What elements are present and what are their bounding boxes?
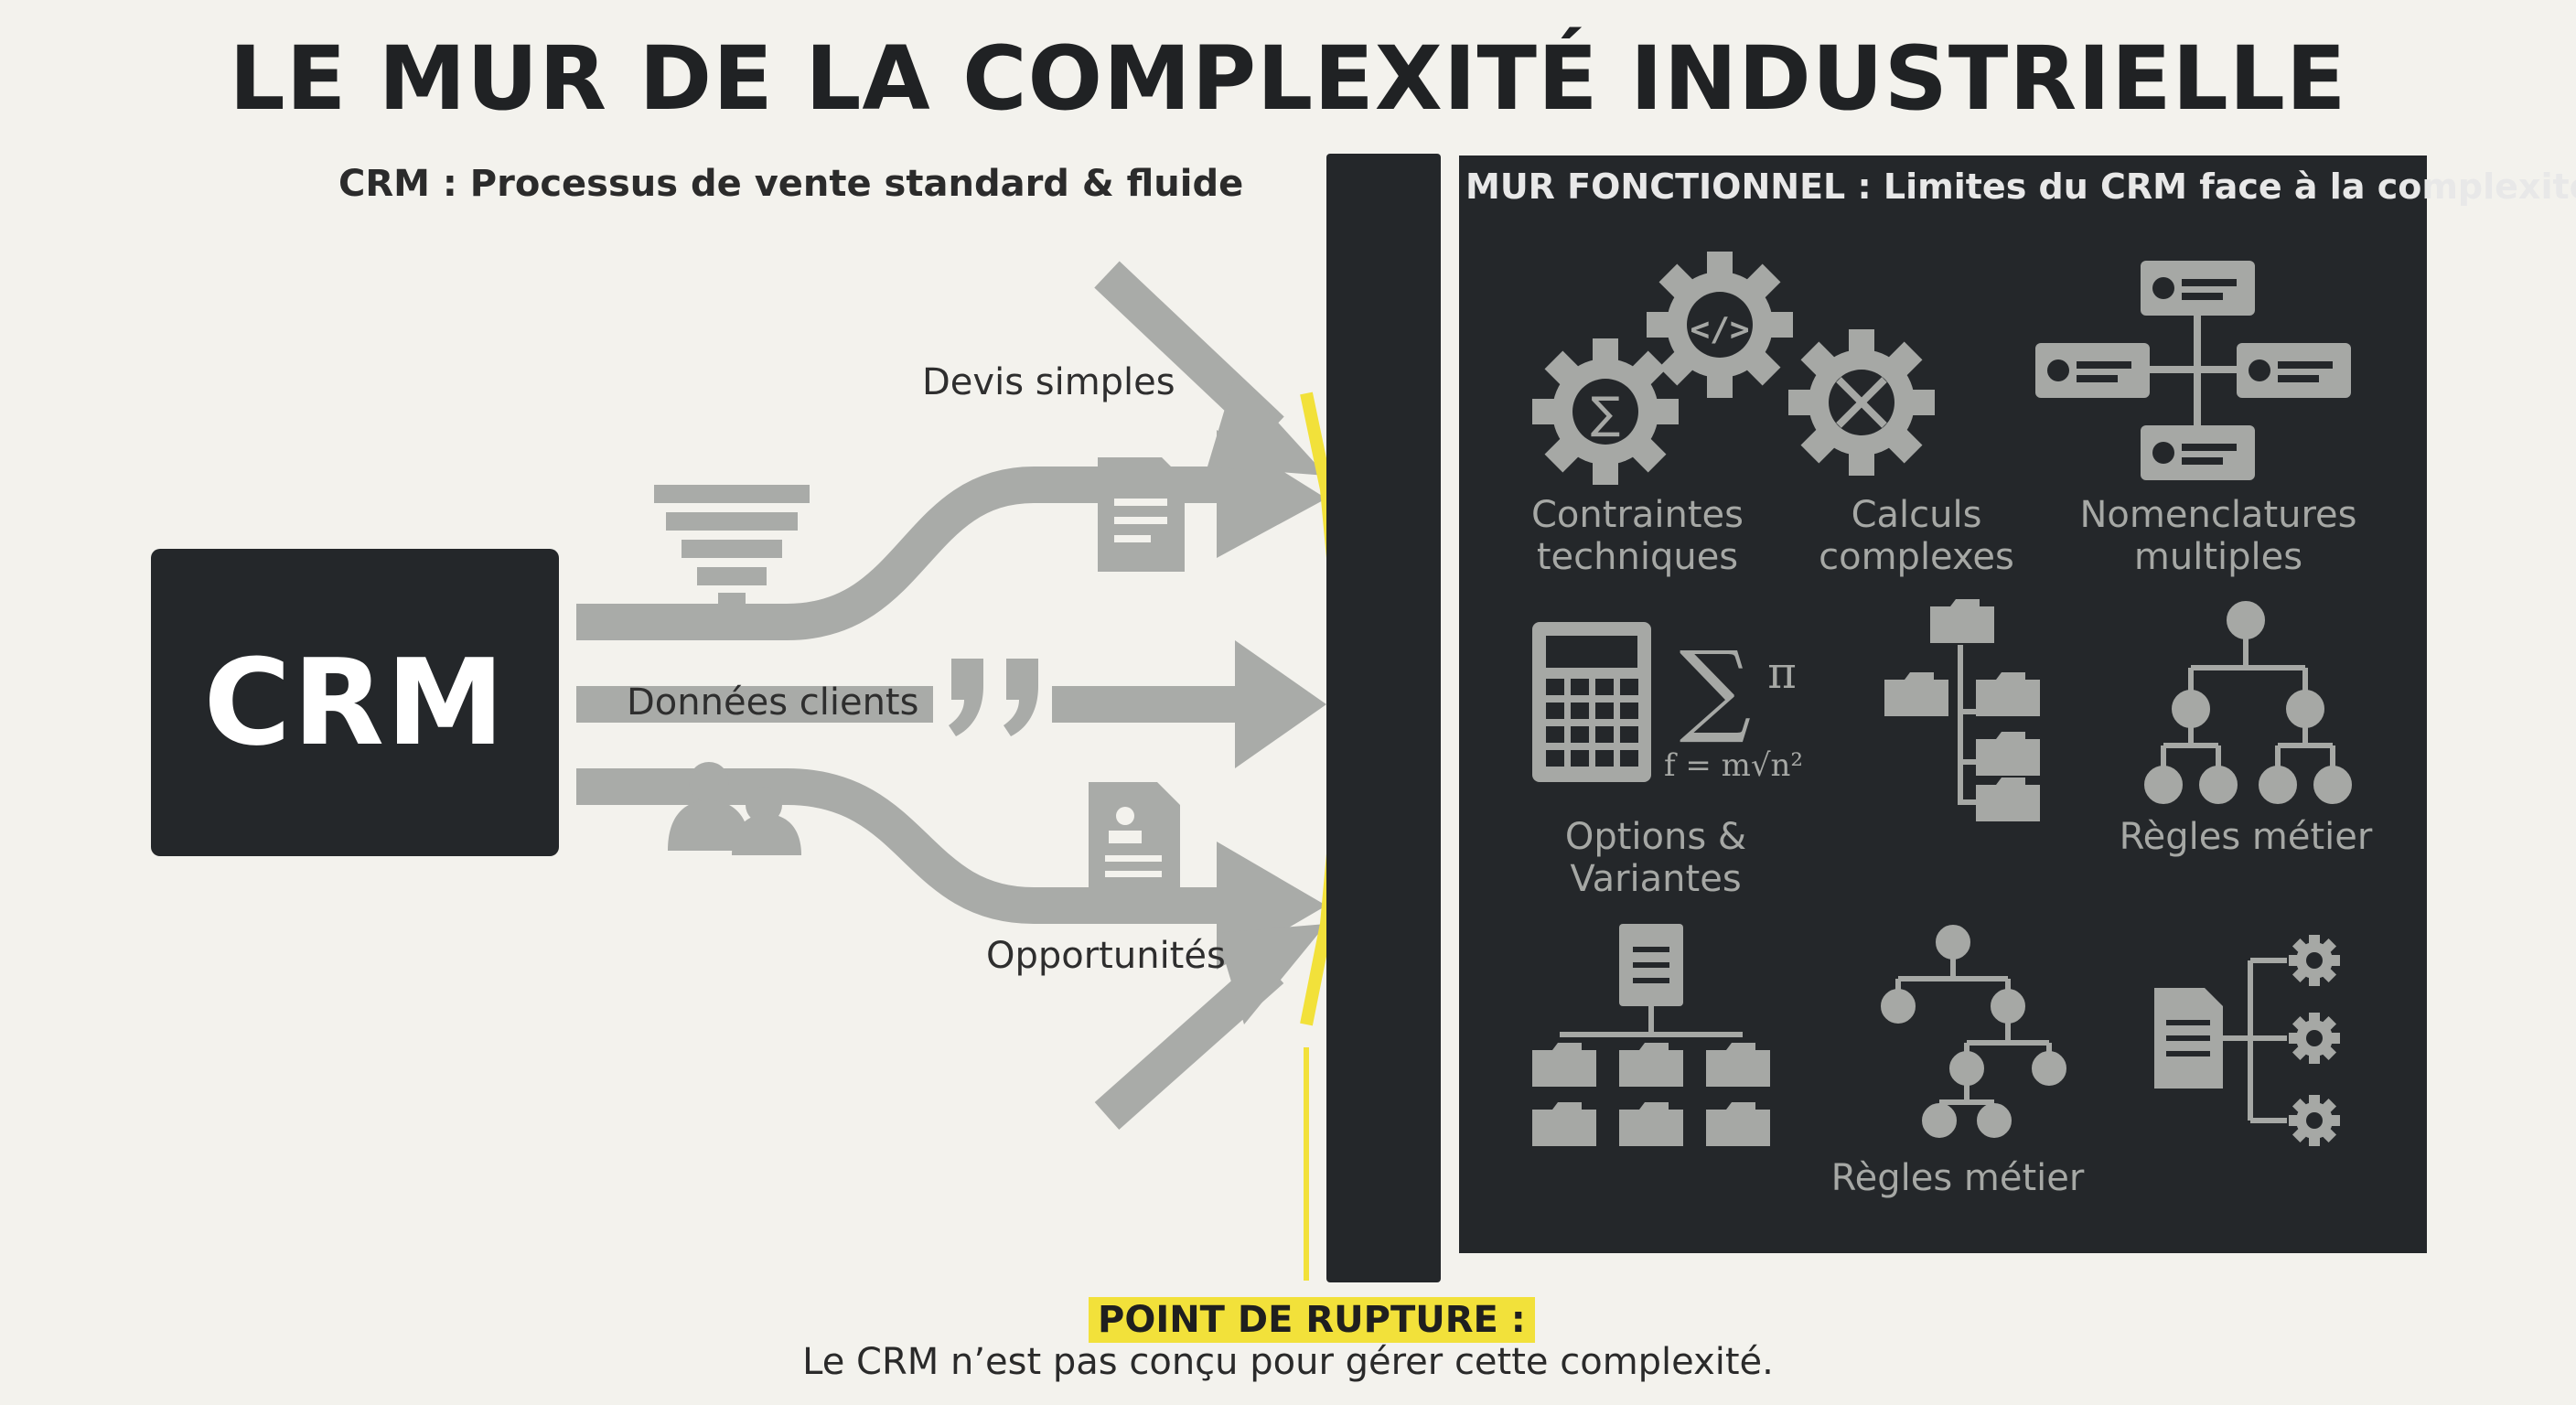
folder-tree-icon bbox=[1884, 599, 2040, 821]
nomenclature-tree-icon bbox=[2035, 261, 2351, 480]
arrowhead-middle bbox=[1235, 640, 1326, 768]
label-options: Options & Variantes bbox=[1564, 816, 1747, 900]
decision-tree-icon bbox=[1881, 925, 2066, 1138]
page-title: LE MUR DE LA COMPLEXITÉ INDUSTRIELLE bbox=[229, 27, 2347, 130]
flow-label-devis: Devis simples bbox=[922, 361, 1175, 403]
funnel-icon bbox=[654, 485, 810, 625]
label-regles-1: Règles métier bbox=[2119, 816, 2373, 858]
functional-wall bbox=[1326, 154, 1441, 1282]
panel-title: MUR FONCTIONNEL : Limites du CRM face à … bbox=[1465, 166, 2576, 207]
rupture-tag: POINT DE RUPTURE : bbox=[1089, 1297, 1535, 1343]
crm-box: CRM bbox=[151, 549, 559, 856]
arrowhead-diagonal-bottom bbox=[1217, 924, 1326, 1024]
rules-tree-icon bbox=[2144, 601, 2352, 804]
formula-text: f = m√n² bbox=[1664, 747, 1803, 784]
label-contraintes: Contraintes techniques bbox=[1531, 494, 1744, 578]
label-regles-2: Règles métier bbox=[1830, 1157, 2085, 1199]
sigma-glyph: ∑ bbox=[1591, 388, 1620, 439]
flow-label-opportunites: Opportunités bbox=[986, 935, 1226, 977]
sum-symbol: ∑ bbox=[1680, 629, 1752, 746]
contact-document-icon bbox=[1089, 782, 1180, 901]
label-calculs: Calculs complexes bbox=[1819, 494, 2014, 578]
flow-label-donnees: Données clients bbox=[627, 681, 919, 724]
arrowhead-diagonal-top bbox=[1208, 375, 1326, 476]
document-gears-icon bbox=[2154, 935, 2340, 1146]
document-hierarchy-icon bbox=[1532, 924, 1770, 1146]
pi-symbol: π bbox=[1767, 648, 1797, 699]
wrench-icon bbox=[1836, 377, 1887, 428]
flow-path-top bbox=[576, 467, 1217, 640]
crm-label: CRM bbox=[203, 633, 507, 772]
rupture-text: Le CRM n’est pas conçu pour gérer cette … bbox=[802, 1341, 1774, 1383]
label-nomenclatures: Nomenclatures multiples bbox=[2079, 494, 2357, 578]
flow-path-bottom bbox=[576, 768, 1226, 924]
users-icon bbox=[668, 762, 801, 855]
calculator-icon bbox=[1532, 622, 1651, 782]
code-glyph: </> bbox=[1690, 311, 1749, 349]
quote-icon bbox=[949, 659, 1038, 736]
crm-process-subtitle: CRM : Processus de vente standard & flui… bbox=[338, 163, 1244, 205]
document-icon bbox=[1098, 457, 1185, 572]
